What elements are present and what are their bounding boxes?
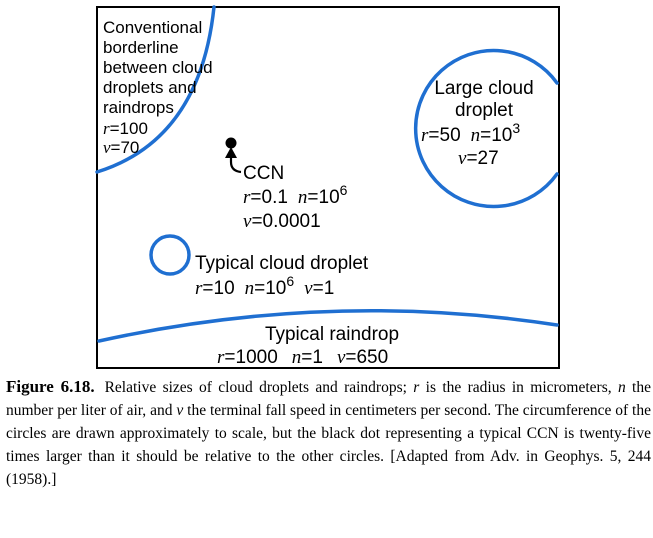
ccn-dot: [225, 137, 237, 149]
droplet-size-diagram: Conventional borderline between cloud dr…: [95, 5, 560, 369]
caption-text-2: is the radius in micrometers,: [419, 379, 618, 396]
caption-text-4: the terminal fall speed in centimeters p…: [6, 402, 651, 488]
large-droplet-v: v=27: [458, 148, 499, 169]
boundary-line-1: Conventional: [103, 18, 202, 37]
caption-n-symbol: n: [617, 379, 626, 396]
boundary-arc: [95, 5, 216, 174]
raindrop-title: Typical raindrop: [265, 324, 399, 345]
caption-v-symbol: v: [176, 402, 184, 419]
boundary-v: v=70: [103, 138, 139, 157]
boundary-line-4: droplets and: [103, 78, 197, 97]
large-droplet-circle: [413, 48, 559, 209]
boundary-r: r=100: [103, 119, 148, 138]
caption-text-3: the number per liter of air, and: [6, 379, 651, 419]
large-droplet-title-1: Large cloud: [434, 78, 533, 99]
ccn-v: v=0.0001: [243, 211, 321, 232]
figure-caption: Figure 6.18. Relative sizes of cloud drop…: [6, 375, 651, 491]
diagram-frame: [96, 6, 560, 369]
ccn-arrow-head: [225, 147, 237, 158]
boundary-line-3: between cloud: [103, 58, 213, 77]
boundary-line-5: raindrops: [103, 98, 174, 117]
figure-label: Figure 6.18.: [6, 377, 95, 396]
ccn-title: CCN: [243, 163, 284, 184]
ccn-arrow: [229, 151, 242, 174]
caption-text-1: Relative sizes of cloud droplets and rai…: [104, 379, 414, 396]
typical-droplet-circle: [149, 234, 191, 276]
caption-r-symbol: r: [413, 379, 420, 396]
boundary-line-2: borderline: [103, 38, 179, 57]
typical-droplet-title: Typical cloud droplet: [195, 253, 369, 274]
raindrop-arc: [97, 309, 559, 343]
large-droplet-title-2: droplet: [455, 100, 514, 121]
